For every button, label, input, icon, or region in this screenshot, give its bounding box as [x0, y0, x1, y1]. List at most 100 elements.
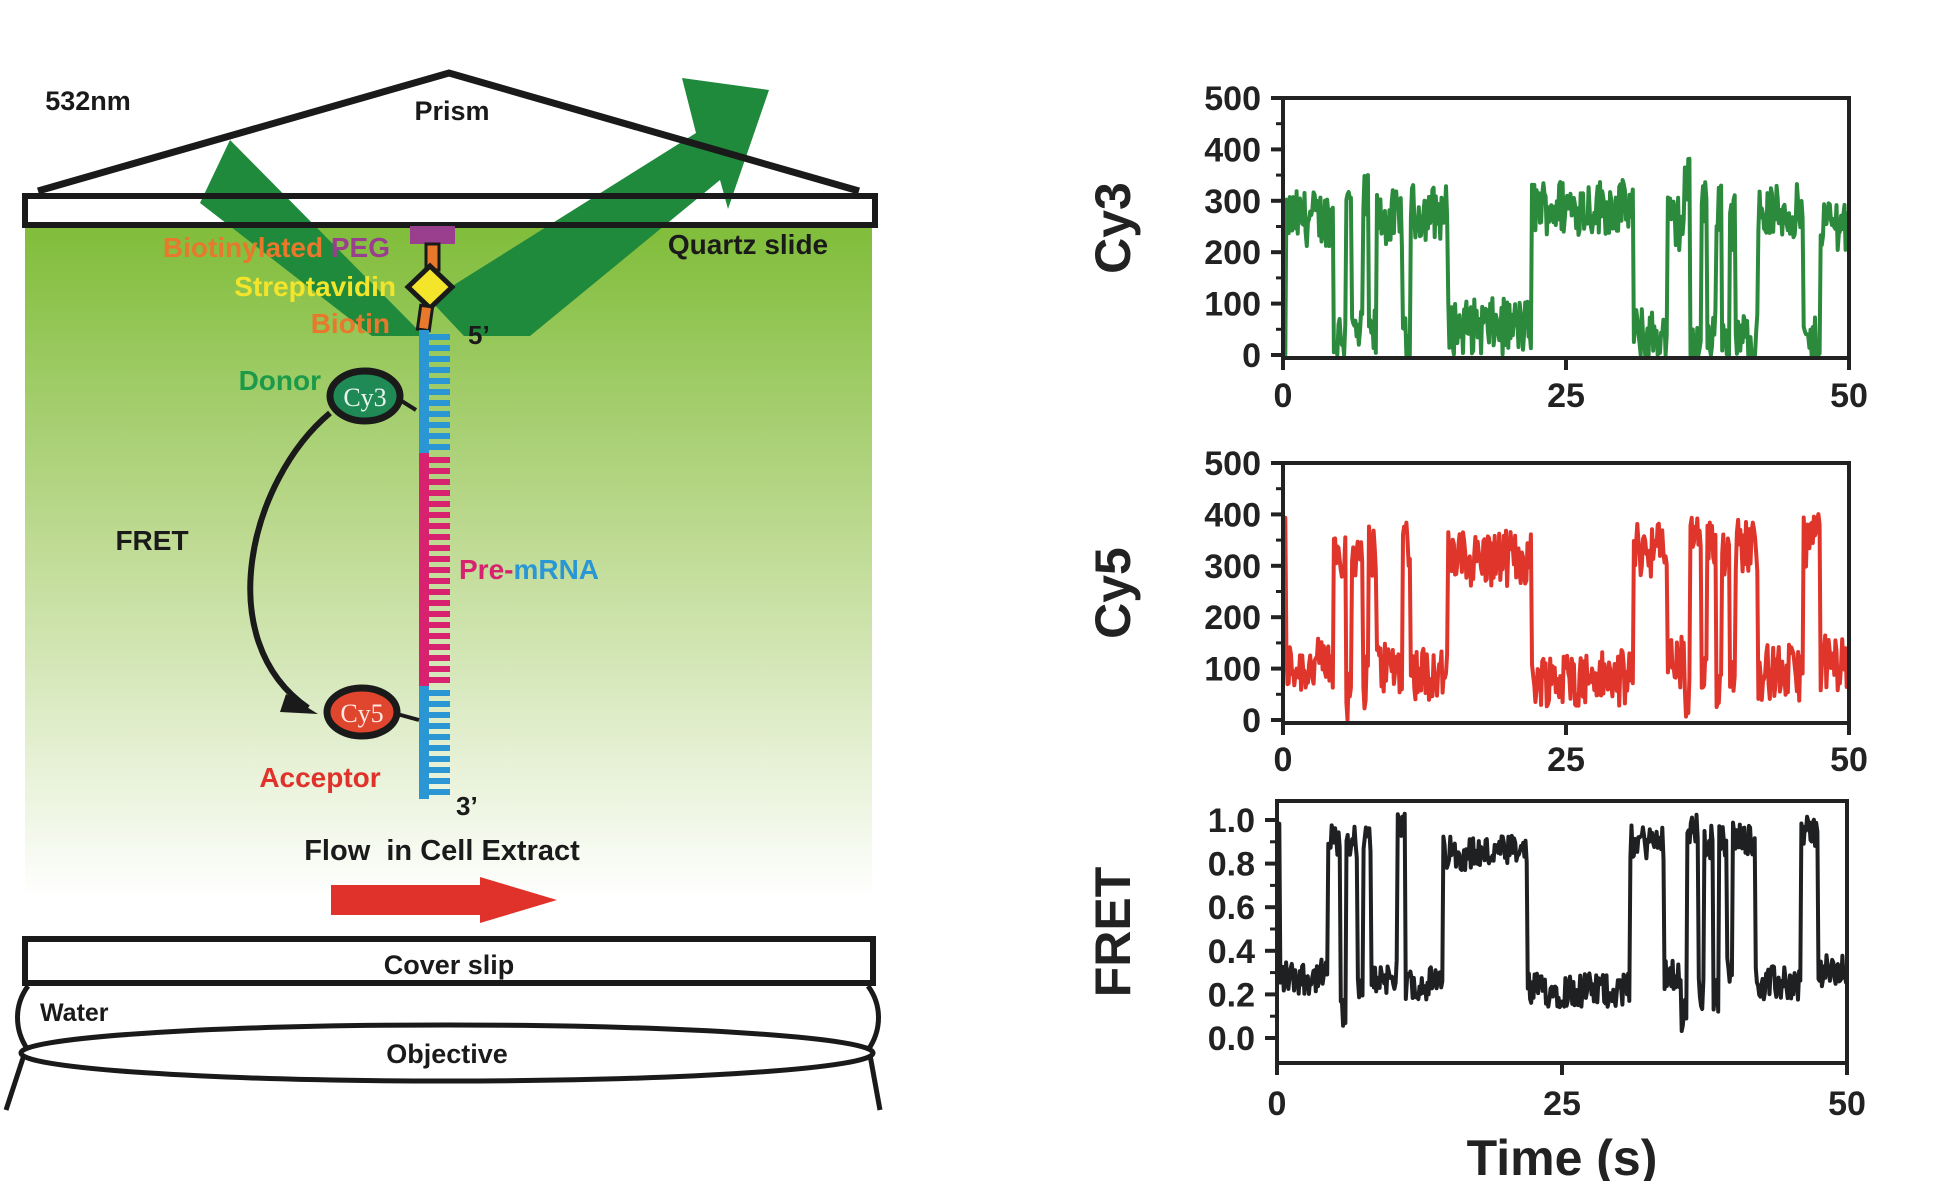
- base-pair-rung: [429, 633, 450, 639]
- base-pair-rung: [429, 701, 450, 707]
- y-tick-label: 200: [1204, 234, 1261, 272]
- base-pair-rung: [429, 367, 450, 373]
- biotin-linker: [415, 303, 435, 333]
- x-tick-label: 25: [1543, 1085, 1581, 1123]
- y-tick-label: 500: [1204, 80, 1261, 118]
- x-tick-label: 50: [1830, 377, 1868, 415]
- prism: [37, 69, 860, 195]
- biotin-label: Biotin: [311, 308, 390, 339]
- y-tick-label: 300: [1204, 183, 1261, 221]
- cy5-trace: [1281, 512, 1851, 722]
- base-pair-rung: [429, 512, 450, 518]
- cy5-linker: [396, 712, 420, 722]
- objective-left-side: [3, 1054, 27, 1111]
- y-tick-label: 0: [1242, 337, 1261, 375]
- strand-backbone: [419, 330, 429, 453]
- donor-label: Donor: [239, 365, 322, 396]
- quartz-slide: [22, 193, 878, 228]
- x-tick-label: 25: [1547, 377, 1585, 415]
- base-pair-rung: [429, 411, 450, 417]
- base-pair-rung: [429, 378, 450, 384]
- base-pair-rung: [429, 334, 450, 340]
- streptavidin-label: Streptavidin: [234, 271, 396, 302]
- cy3-trace: [1281, 156, 1851, 357]
- y-tick-label: 200: [1204, 599, 1261, 637]
- laser-wavelength-label: 532nm: [45, 86, 131, 116]
- base-pair-rung: [429, 545, 450, 551]
- base-pair-rung: [429, 389, 450, 395]
- base-pair-rung: [429, 400, 450, 406]
- strand-backbone: [419, 686, 429, 799]
- base-pair-rung: [429, 444, 450, 450]
- pre-mrna-duplex: [419, 330, 450, 799]
- base-pair-rung: [429, 677, 450, 683]
- base-pair-rung: [429, 534, 450, 540]
- base-pair-rung: [429, 723, 450, 729]
- x-axis-label: Time (s): [1467, 1130, 1658, 1181]
- cy5-dye: [323, 684, 401, 740]
- y-tick-label: 300: [1204, 548, 1261, 586]
- base-pair-rung: [429, 767, 450, 773]
- base-pair-rung: [429, 745, 450, 751]
- strand-backbone: [419, 453, 429, 686]
- base-pair-rung: [429, 457, 450, 463]
- fret-arrowhead: [280, 694, 318, 714]
- x-tick-label: 0: [1274, 377, 1293, 415]
- base-pair-rung: [429, 589, 450, 595]
- base-pair-rung: [429, 433, 450, 439]
- base-pair-rung: [429, 756, 450, 762]
- cover-slip-label: Cover slip: [384, 950, 515, 980]
- base-pair-rung: [429, 578, 450, 584]
- y-tick-label: 100: [1204, 286, 1261, 324]
- flow-arrow: [331, 877, 557, 923]
- y-tick-label: 500: [1204, 445, 1261, 483]
- fret-trace: [1275, 811, 1849, 1033]
- sample-chamber: [25, 226, 872, 900]
- base-pair-rung: [429, 690, 450, 696]
- x-tick-label: 0: [1274, 741, 1293, 779]
- base-pair-rung: [429, 789, 450, 795]
- base-pair-rung: [429, 356, 450, 362]
- objective-right-side: [867, 1054, 883, 1111]
- y-tick-label: 400: [1204, 496, 1261, 534]
- x-tick-label: 50: [1828, 1085, 1866, 1123]
- acceptor-label: Acceptor: [259, 762, 380, 793]
- water-left-edge: [15, 984, 31, 1052]
- base-pair-rung: [429, 622, 450, 628]
- base-pair-rung: [429, 712, 450, 718]
- y-tick-label: 0.0: [1208, 1020, 1255, 1058]
- base-pair-rung: [429, 567, 450, 573]
- y-tick-label: 0.4: [1208, 933, 1255, 971]
- base-pair-rung: [429, 556, 450, 562]
- base-pair-rung: [429, 345, 450, 351]
- base-pair-rung: [429, 734, 450, 740]
- five-prime-label: 5’: [468, 320, 490, 350]
- base-pair-rung: [429, 501, 450, 507]
- peg-block: [410, 226, 455, 244]
- cy5-y-axis-label: Cy5: [1085, 547, 1141, 639]
- smfret-setup-diagram: 532nm Prism Quartz slide Biotinylated PE…: [3, 69, 883, 1111]
- pre-mrna-label: Pre-mRNA: [459, 554, 599, 585]
- objective-lens: [18, 1022, 876, 1084]
- fret-y-axis-label: FRET: [1085, 867, 1141, 998]
- x-tick-label: 0: [1268, 1085, 1287, 1123]
- base-pair-rung: [429, 422, 450, 428]
- objective-label: Objective: [386, 1039, 508, 1069]
- flow-label: Flow in Cell Extract: [304, 835, 580, 867]
- cy5-dye-label: Cy5: [340, 699, 383, 728]
- fret-label: FRET: [115, 525, 188, 556]
- base-pair-rung: [429, 479, 450, 485]
- cover-slip: [22, 936, 876, 986]
- water-label: Water: [40, 999, 109, 1027]
- water-right-edge: [865, 984, 881, 1052]
- y-tick-label: 0.8: [1208, 846, 1255, 884]
- cy3-dye-label: Cy3: [343, 383, 386, 412]
- y-tick-label: 0.2: [1208, 976, 1255, 1014]
- incident-beam: [200, 140, 424, 336]
- y-tick-label: 0: [1242, 702, 1261, 740]
- cy3-dye: [326, 367, 404, 425]
- y-tick-label: 400: [1204, 131, 1261, 169]
